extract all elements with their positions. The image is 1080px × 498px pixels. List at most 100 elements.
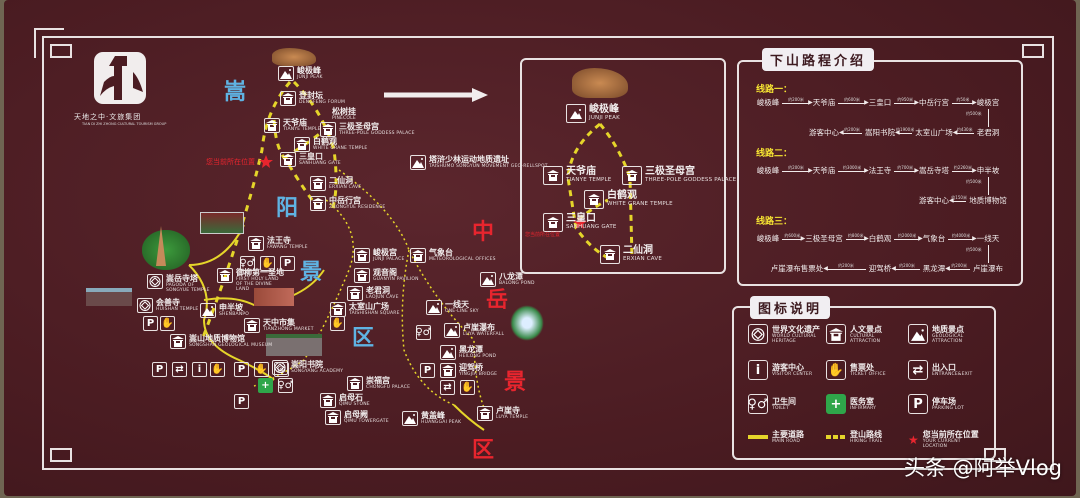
parking-icon[interactable]: P <box>280 256 295 271</box>
cultural-attraction-icon <box>294 137 310 152</box>
route-stop: 卢崖瀑布售票处 <box>770 264 824 273</box>
inset-poi-name-en: WHITE GRANE TEMPLE <box>607 201 673 207</box>
logo-text: 天地之中·文旅集团 <box>74 113 142 121</box>
route-arrow: 约600米▶ <box>838 97 869 106</box>
route-stop: 峻极宫 <box>976 98 1000 107</box>
poi-name: 嵩岳寺塔 <box>166 274 198 283</box>
poi-name: 观音阁 <box>373 268 397 277</box>
geological-attraction-icon <box>200 303 216 318</box>
poi-name: 塔浒少林运动地质遗址 <box>429 155 509 164</box>
cultural-attraction-icon <box>325 410 341 425</box>
toilet-icon[interactable]: ♀♂ <box>239 256 256 271</box>
poi-name: 天中市集 <box>263 318 295 327</box>
ticket-icon[interactable]: ✋ <box>260 256 275 271</box>
ticket-icon[interactable]: ✋ <box>254 362 269 377</box>
geological-attraction-icon <box>444 323 460 338</box>
route-stop: 中岳行宫 <box>919 98 949 107</box>
ticket-icon[interactable]: ✋ <box>460 380 475 395</box>
poi-name-en: TIANZHONG MARKET <box>263 327 314 332</box>
parking-icon[interactable]: P <box>234 362 249 377</box>
parking-icon[interactable]: P <box>152 362 167 377</box>
legend-label-en: YOUR CURRENT LOCATION <box>922 439 961 449</box>
legend-label: 人文景点 <box>850 324 882 334</box>
entrance-icon[interactable]: ⇄ <box>440 380 455 395</box>
legend-label: 登山路线 <box>850 430 882 439</box>
cultural-attraction-icon <box>622 166 642 185</box>
route-arrow-down: 约500米 <box>966 245 989 263</box>
zhongyue-area-char: 中 <box>472 220 495 245</box>
ticket-icon[interactable]: ✋ <box>160 316 175 331</box>
cultural-attraction-icon <box>280 91 296 106</box>
cultural-attraction-icon <box>543 213 563 232</box>
ticket-icon[interactable]: ✋ <box>330 316 345 331</box>
route-arrow: 约50米▶ <box>952 97 977 106</box>
route-stop: 黑龙潭 <box>922 264 946 273</box>
poi-name-en: TAISHISHAN SQUARE <box>349 311 400 316</box>
poi-name-en: SONGYANG ACADEMY <box>291 369 344 374</box>
route-stop: 老君洞 <box>976 128 1000 137</box>
infirmary-icon[interactable]: + <box>258 378 273 393</box>
route-stop: 嵩阳书院 <box>865 128 895 137</box>
cultural-attraction-icon <box>264 118 280 133</box>
info-icon[interactable]: i <box>192 362 207 377</box>
pagoda-illustration <box>142 230 190 270</box>
toilet-icon[interactable]: ♀♂ <box>277 378 294 393</box>
parking-icon[interactable]: P <box>420 363 435 378</box>
poi-name-en: PINECOLE <box>332 116 356 121</box>
poi-name: 会善寺 <box>156 298 180 307</box>
route-arrow: 约950米▶ <box>894 97 919 106</box>
entrance-icon[interactable]: ⇄ <box>172 362 187 377</box>
route-arrow-down: 约500米 <box>966 109 989 127</box>
heritage-icon[interactable]: ◎ <box>274 362 289 377</box>
parking-icon[interactable]: P <box>143 316 158 331</box>
ticket-icon[interactable]: ✋ <box>210 362 225 377</box>
you-are-here-label: 您当前所在位置 <box>206 158 255 166</box>
route-title: 线路二： <box>756 149 793 159</box>
toilet-icon[interactable]: ♀♂ <box>415 325 432 340</box>
parking-icon[interactable]: P <box>234 394 249 409</box>
route-arrow: 约3000米▶ <box>838 165 869 174</box>
legend-label: 主要道路 <box>772 430 804 439</box>
legend-label-en: INFIRMARY <box>850 406 877 411</box>
